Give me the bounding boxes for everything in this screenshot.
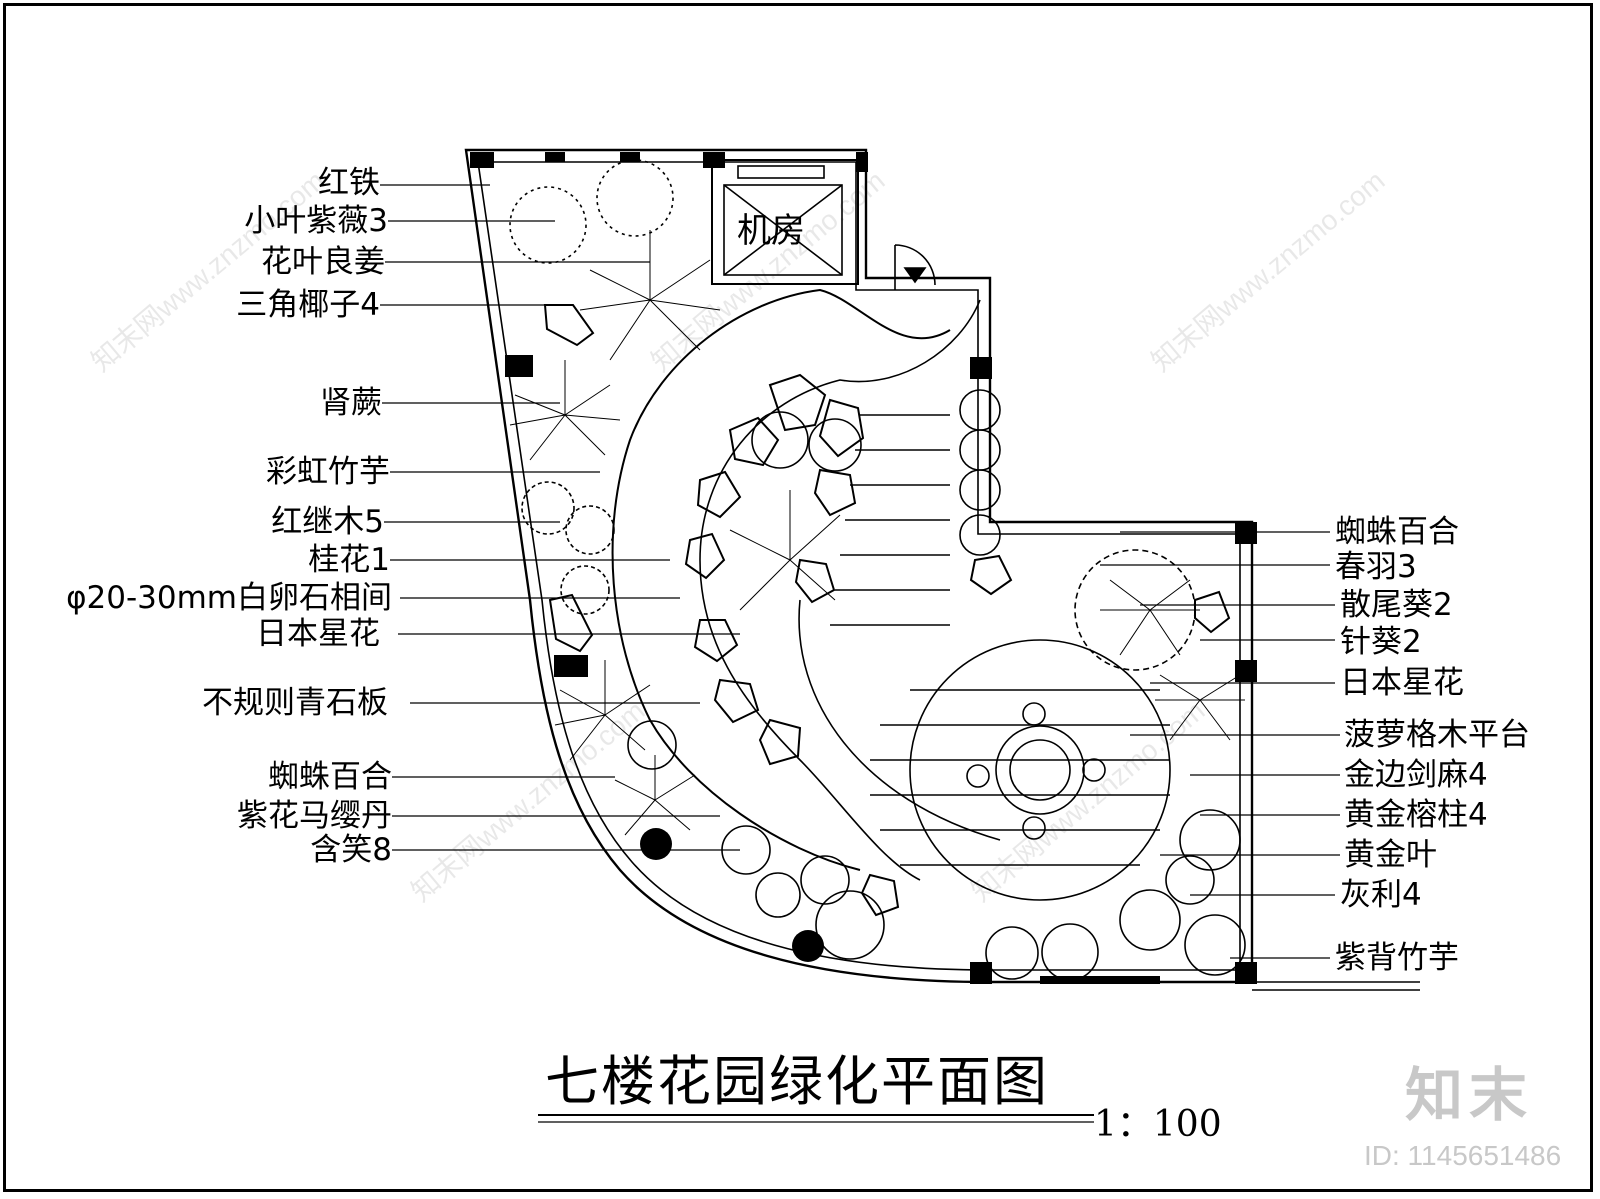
label-right-2: 散尾葵2 [1340, 587, 1453, 623]
deck-boards [830, 414, 1170, 866]
column-posts [470, 152, 1257, 984]
label-left-6: 红继木5 [271, 504, 384, 540]
label-right-1: 春羽3 [1335, 549, 1417, 585]
label-left-5: 彩虹竹芋 [266, 454, 390, 490]
label-left-10: 不规则青石板 [202, 685, 388, 721]
leader-lines-left [380, 184, 740, 851]
stepping-stones [543, 304, 1231, 917]
palm-symbols [509, 230, 1245, 836]
pebble-path [611, 288, 951, 871]
image-id: ID: 1145651486 [1364, 1140, 1562, 1171]
machine-room-label: 机房 [737, 211, 805, 251]
label-left-11: 蜘蛛百合 [268, 759, 392, 795]
drawing-scale: 1：100 [1094, 1104, 1222, 1145]
label-left-12: 紫花马缨丹 [237, 798, 392, 834]
label-right-8: 黄金叶 [1344, 837, 1437, 873]
machine-room [711, 159, 859, 285]
door [894, 244, 936, 290]
label-left-2: 花叶良姜 [261, 244, 385, 280]
label-right-10: 紫背竹芋 [1335, 940, 1459, 976]
label-right-3: 针葵2 [1340, 624, 1422, 660]
label-left-4: 肾蕨 [320, 385, 382, 421]
drawing-frame [3, 3, 1593, 1192]
brand-logo: 知末 [1405, 1061, 1534, 1129]
label-left-8: φ20-30mm白卵石相间 [66, 580, 392, 616]
label-right-5: 菠萝格木平台 [1344, 717, 1530, 753]
label-right-7: 黄金榕柱4 [1344, 797, 1488, 833]
drawing-title: 七楼花园绿化平面图 [545, 1050, 1049, 1113]
plant-symbols [509, 159, 1246, 981]
label-right-0: 蜘蛛百合 [1335, 514, 1459, 550]
label-right-6: 金边剑麻4 [1344, 757, 1488, 793]
label-right-4: 日本星花 [1340, 665, 1464, 701]
leader-lines-right [1100, 531, 1340, 959]
label-left-7: 桂花1 [308, 542, 390, 578]
deck-circle [909, 639, 1171, 901]
label-left-13: 含笑8 [310, 832, 392, 868]
label-left-1: 小叶紫薇3 [244, 203, 388, 239]
label-left-9: 日本星花 [256, 616, 380, 652]
label-right-9: 灰利4 [1340, 877, 1422, 913]
label-left-0: 红铁 [318, 165, 380, 201]
label-left-3: 三角椰子4 [236, 287, 380, 323]
